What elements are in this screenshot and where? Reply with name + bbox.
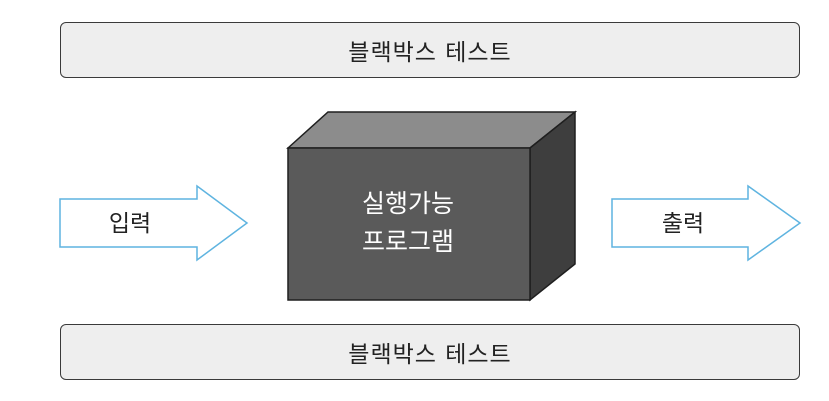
input-label: 입력 bbox=[109, 211, 151, 237]
box-label-line2: 프로그램 bbox=[362, 227, 454, 256]
bottom-banner: 블랙박스 테스트 bbox=[60, 324, 800, 380]
box-top-face bbox=[286, 111, 578, 149]
output-label: 출력 bbox=[662, 211, 704, 237]
input-arrow bbox=[59, 184, 249, 262]
output-arrow bbox=[611, 184, 802, 262]
top-banner: 블랙박스 테스트 bbox=[60, 22, 800, 78]
box-front-face bbox=[287, 147, 531, 301]
box-label-line1: 실행가능 bbox=[362, 189, 454, 218]
